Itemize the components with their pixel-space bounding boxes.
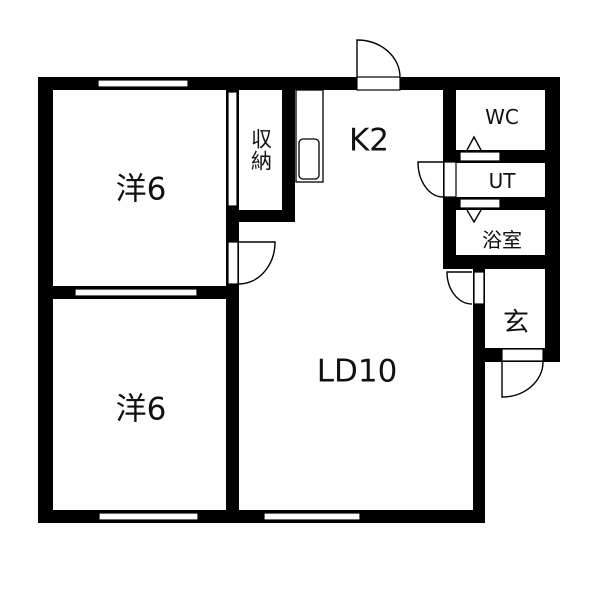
room-label-western-lower: 洋6 xyxy=(115,391,167,428)
door-opening-bedroom xyxy=(227,241,239,285)
room-label-storage: 収納 xyxy=(248,128,273,172)
room-label-bath: 浴室 xyxy=(482,228,522,252)
ld-right-wall xyxy=(473,255,485,523)
window-top-left xyxy=(97,79,189,88)
door-opening-entrance-inner xyxy=(473,271,485,305)
door-opening-ut xyxy=(443,161,457,198)
right-wall xyxy=(545,77,560,362)
door-opening-bath xyxy=(459,198,501,209)
storage-sliding-door xyxy=(227,91,238,207)
door-swing-ut xyxy=(417,161,444,198)
bath-door-swing xyxy=(466,209,482,224)
storage-right-wall xyxy=(282,77,295,222)
room-label-western-upper: 洋6 xyxy=(115,171,167,208)
door-swing-entrance-outer xyxy=(501,361,544,398)
openings xyxy=(74,76,544,521)
door-swing-top xyxy=(356,39,401,78)
door-opening-wc xyxy=(459,151,501,162)
window-bottom-ld xyxy=(263,512,361,521)
window-partition xyxy=(74,288,198,297)
door-opening-entrance-outer xyxy=(501,348,544,362)
sink-icon xyxy=(298,138,320,180)
left-wall xyxy=(38,77,53,523)
room-label-ut: UT xyxy=(488,169,516,193)
door-swings xyxy=(238,39,544,398)
bath-bottom-wall xyxy=(443,255,560,269)
counter xyxy=(295,89,324,183)
room-label-entrance: 玄 xyxy=(502,308,530,338)
door-opening-top xyxy=(356,76,401,91)
storage-bottom-wall xyxy=(226,210,295,222)
door-swing-bedroom xyxy=(238,241,276,285)
room-label-wc: WC xyxy=(485,105,519,129)
window-bottom-left xyxy=(98,512,199,521)
room-label-ld: LD10 xyxy=(316,353,398,390)
door-swing-entrance-inner xyxy=(446,271,473,305)
room-label-kitchen: K2 xyxy=(348,122,390,159)
kitchen-counter xyxy=(295,89,324,183)
wc-door-swing xyxy=(466,135,482,151)
